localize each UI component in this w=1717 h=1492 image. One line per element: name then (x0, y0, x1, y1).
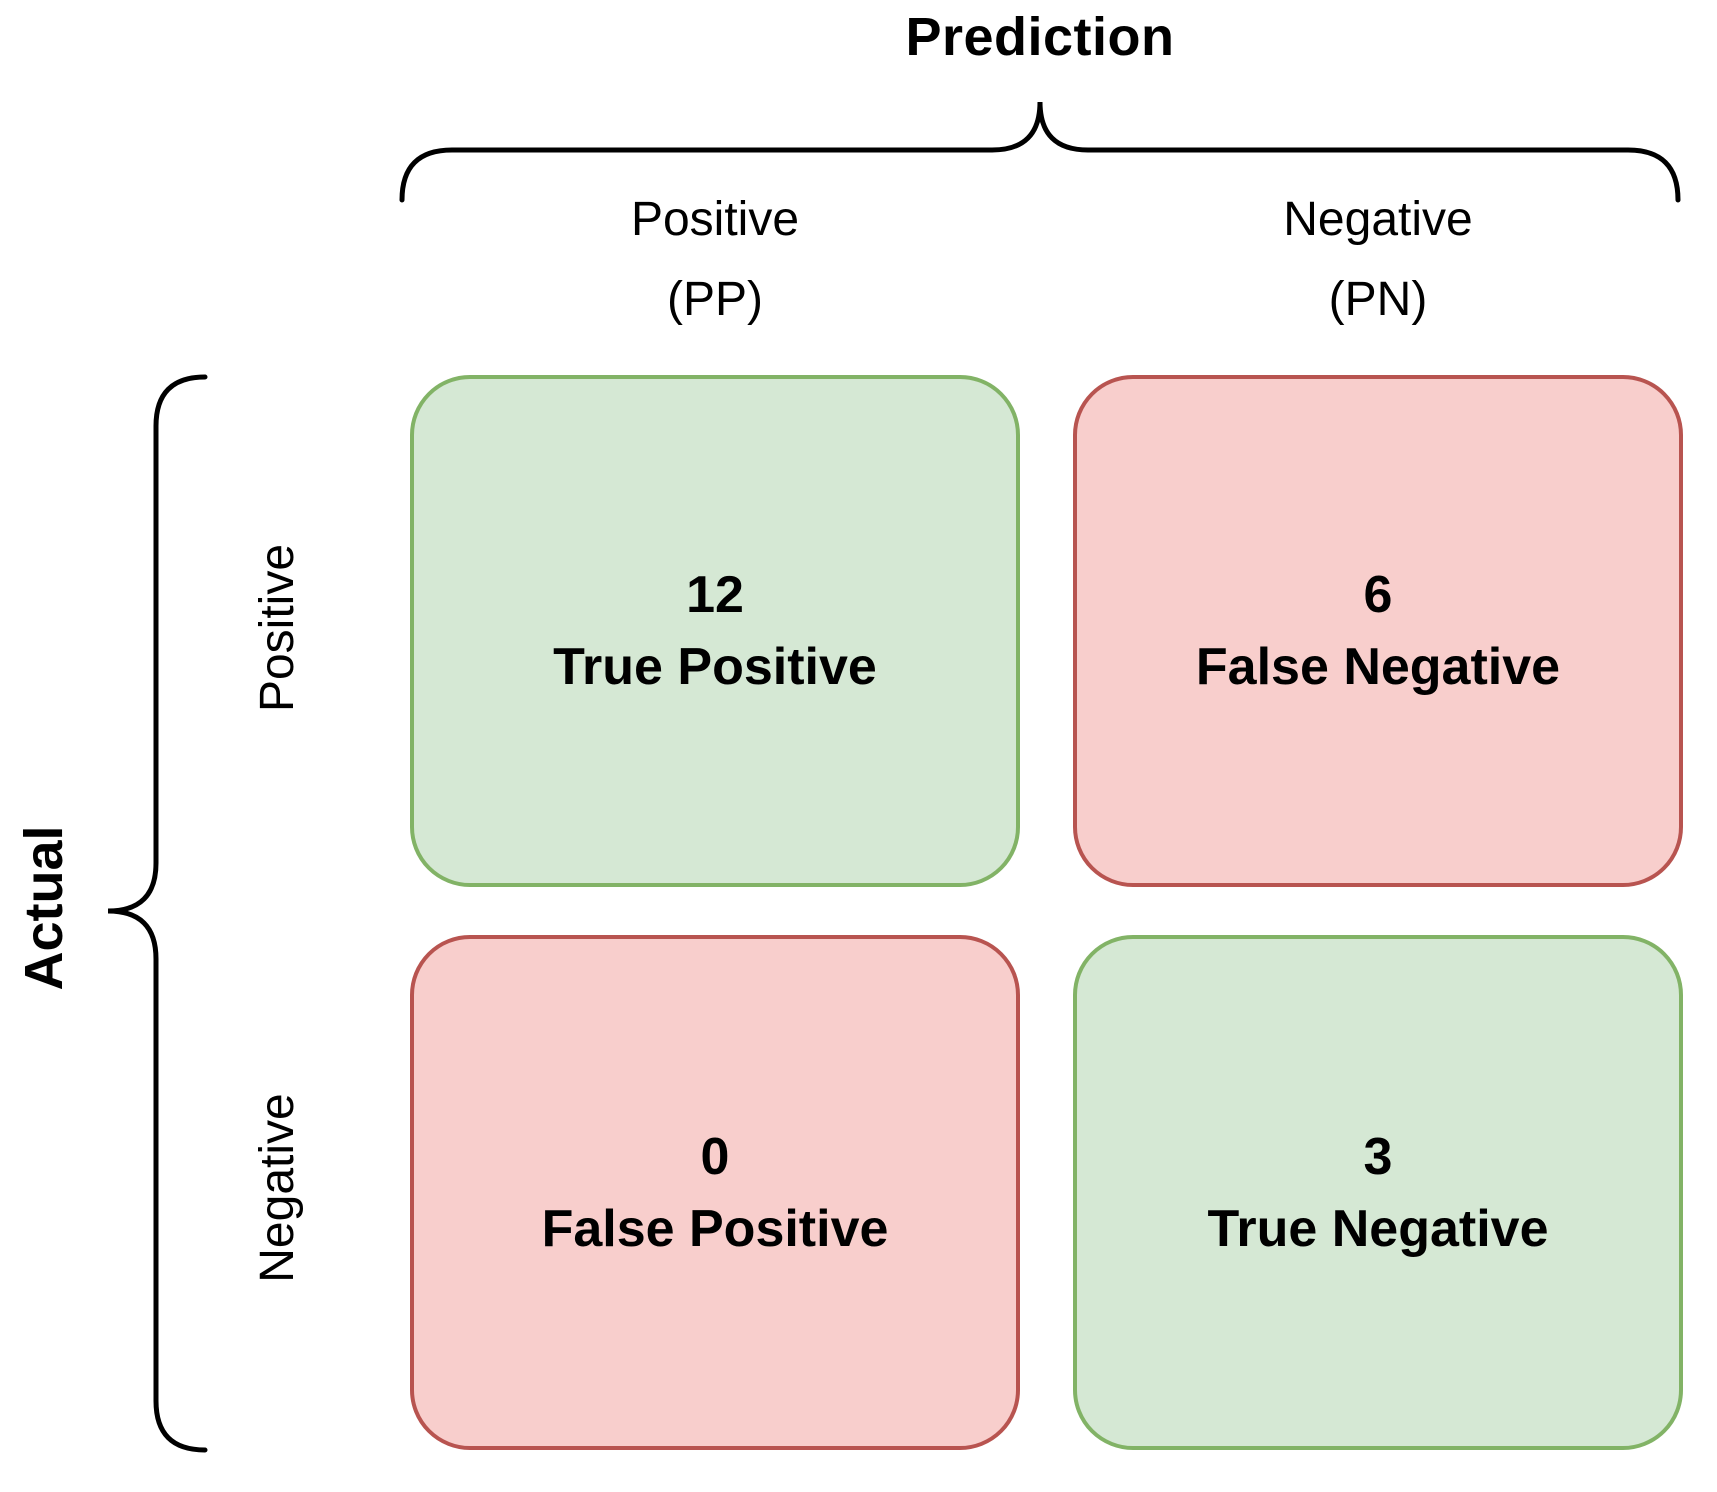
cell-true-negative: 3 True Negative (1073, 935, 1683, 1450)
cell-false-negative-label: False Negative (1195, 638, 1561, 696)
actual-brace-icon (107, 374, 208, 1453)
cell-true-negative-label: True Negative (1207, 1199, 1549, 1258)
row-label-actual-negative: Negative (250, 1093, 304, 1283)
cell-false-positive: 0 False Positive (410, 935, 1020, 1450)
column-header-predicted-positive-label: Positive (630, 193, 800, 246)
column-header-predicted-positive-abbr: (PP) (667, 273, 763, 326)
cell-true-positive-label: True Positive (553, 638, 877, 696)
column-header-predicted-negative-label: Negative (1283, 193, 1473, 246)
cell-true-positive: 12 True Positive (410, 375, 1020, 887)
column-header-predicted-negative-abbr: (PN) (1328, 273, 1428, 326)
cell-false-negative: 6 False Negative (1073, 375, 1683, 887)
prediction-brace-icon (399, 101, 1681, 203)
prediction-axis-title: Prediction (905, 7, 1175, 67)
column-header-predicted-negative: Negative (PN) (1073, 180, 1683, 340)
row-label-actual-positive: Positive (250, 543, 304, 713)
cell-false-negative-count: 6 (1363, 566, 1393, 624)
cell-false-positive-label: False Positive (541, 1199, 889, 1258)
cell-true-positive-count: 12 (686, 566, 744, 624)
cell-true-negative-count: 3 (1363, 1127, 1393, 1186)
actual-axis-title: Actual (14, 825, 74, 991)
cell-false-positive-count: 0 (700, 1127, 730, 1186)
column-header-predicted-positive: Positive (PP) (410, 180, 1020, 340)
